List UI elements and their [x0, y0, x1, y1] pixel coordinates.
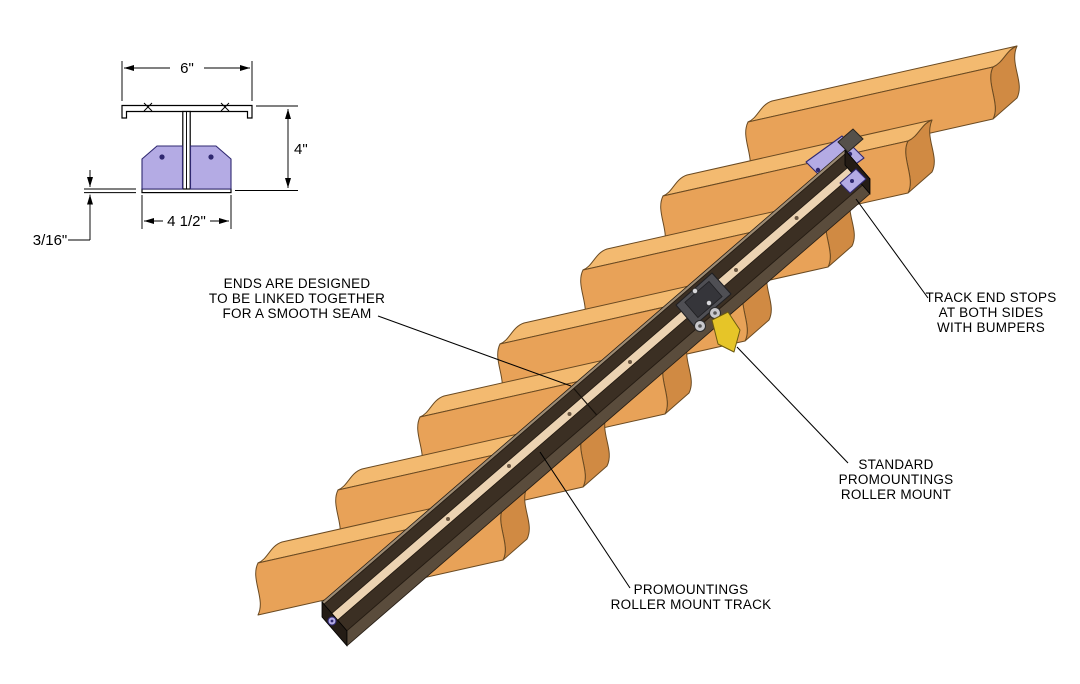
callout-track-line-1: PROMOUNTINGS [634, 582, 749, 597]
callout-end-stops: TRACK END STOPS AT BOTH SIDES WITH BUMPE… [925, 290, 1056, 335]
screw [507, 464, 511, 468]
mount-bracket-right [189, 145, 232, 190]
dimension-base-width: 4 1/2" [141, 195, 232, 230]
track-group [321, 148, 871, 647]
safety-latch [711, 311, 741, 353]
track-right-flange [337, 167, 871, 632]
dimension-top-width: 6" [121, 60, 253, 101]
roller-wheel-hub [713, 311, 717, 315]
dimension-height: 4" [235, 105, 308, 191]
callout-roller-line-2: PROMOUNTINGS [839, 472, 954, 487]
carriage-bolt [706, 300, 712, 306]
callout-track: PROMOUNTINGS ROLLER MOUNT TRACK [611, 582, 772, 612]
callout-seam: ENDS ARE DESIGNED TO BE LINKED TOGETHER … [209, 276, 385, 321]
roller-mount-group [675, 272, 741, 353]
roller-wheel-hub [698, 324, 702, 328]
screw [734, 268, 738, 272]
profile-bottom-plate [141, 188, 232, 194]
dim-top-width-text: 6" [180, 60, 194, 77]
dim-height-text: 4" [294, 141, 308, 158]
track-seam-line [573, 388, 598, 416]
carriage-plate [684, 280, 723, 319]
track-channel-strip [331, 160, 862, 621]
dim-base-width-text: 4 1/2" [167, 213, 206, 230]
profile-top-plate [121, 104, 253, 119]
screw [794, 216, 799, 220]
dim-thickness-text: 3/16" [33, 232, 68, 249]
end-bumper-bottom-hole [330, 619, 334, 623]
track-left-flange [323, 151, 856, 614]
callout-end-stops-line-2: AT BOTH SIDES [939, 305, 1044, 320]
carriage-bolt [692, 288, 698, 294]
end-stop-bolt [850, 179, 854, 183]
screw [446, 517, 450, 521]
dimension-thickness: 3/16" [33, 170, 136, 249]
callout-seam-line-2: TO BE LINKED TOGETHER [209, 291, 385, 306]
callout-roller-line-1: STANDARD [858, 457, 933, 472]
isometric-view [255, 45, 1020, 647]
leader-end-stops [855, 198, 929, 299]
callout-roller-line-3: ROLLER MOUNT [841, 487, 951, 502]
callout-seam-line-3: FOR A SMOOTH SEAM [222, 306, 371, 321]
callout-end-stops-line-1: TRACK END STOPS [925, 290, 1056, 305]
leader-roller-mount [736, 346, 849, 464]
callout-track-line-2: ROLLER MOUNT TRACK [611, 597, 772, 612]
screw [628, 360, 632, 364]
leader-seam [377, 315, 572, 387]
track-screws [446, 216, 799, 521]
end-stop-tab-top [837, 128, 864, 153]
end-stop-bolt [815, 167, 821, 173]
callout-seam-line-1: ENDS ARE DESIGNED [224, 276, 371, 291]
mount-bracket-left [141, 145, 184, 190]
leader-track [539, 451, 631, 589]
cross-section-view: 6" 4" 4 1/2" 3/16" [33, 60, 308, 249]
callout-end-stops-line-3: WITH BUMPERS [937, 320, 1045, 335]
track-edge-highlight [321, 149, 848, 605]
callout-roller-mount: STANDARD PROMOUNTINGS ROLLER MOUNT [839, 457, 954, 502]
bolt-hole-right [208, 154, 214, 160]
bolt-hole-left [159, 154, 165, 160]
weld-marks [143, 102, 230, 112]
screw [567, 412, 572, 416]
